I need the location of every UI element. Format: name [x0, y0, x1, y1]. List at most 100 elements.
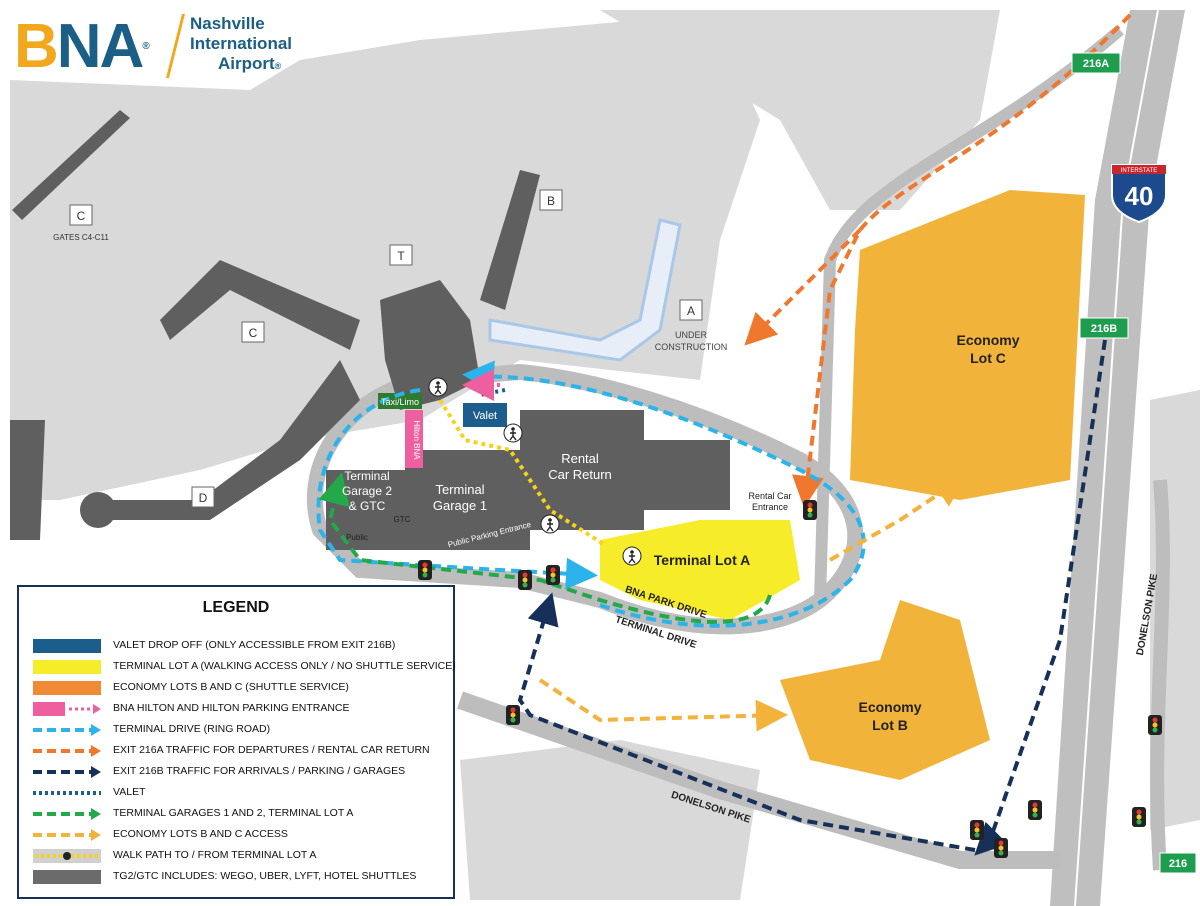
terminal-buildings — [10, 110, 730, 550]
pedestrian-icon — [540, 514, 560, 534]
land-north — [600, 10, 1000, 210]
legend-label: TERMINAL LOT A (WALKING ACCESS ONLY / NO… — [113, 660, 456, 672]
concourse-labels: C GATES C4-C11 B T C A UNDER CONSTRUCTIO… — [53, 189, 728, 508]
legend-item-terminal-drive: TERMINAL DRIVE (RING ROAD) — [33, 721, 453, 739]
traffic-light-icon — [546, 565, 560, 585]
route-valet — [479, 388, 506, 397]
logo-na: NA — [56, 12, 145, 81]
gtc-label: GTC — [394, 515, 411, 524]
valet-label: Valet — [473, 410, 497, 422]
route-garages — [318, 472, 772, 624]
legend-label: TERMINAL GARAGES 1 AND 2, TERMINAL LOT A — [113, 807, 354, 819]
concourse-c-top-letter: C — [77, 209, 86, 223]
traffic-light-icon — [1148, 715, 1162, 735]
legend-swatch — [33, 849, 101, 863]
economy-lot-b-label-1: Economy — [858, 699, 921, 715]
interstate-40-shield: INTERSTATE 40 — [1111, 164, 1167, 224]
legend-item-walk-path: WALK PATH TO / FROM TERMINAL LOT A — [33, 847, 453, 865]
garage-2-label-2: Garage 2 — [342, 484, 392, 498]
rental-car-return-1: Rental — [561, 451, 599, 466]
traffic-light-icon — [418, 560, 432, 580]
legend-swatch — [33, 724, 101, 736]
legend-swatch — [33, 660, 101, 674]
legend-label: BNA HILTON AND HILTON PARKING ENTRANCE — [113, 702, 350, 714]
legend-item-valet-drop-off: VALET DROP OFF (ONLY ACCESSIBLE FROM EXI… — [33, 637, 453, 655]
garage-2-label-1: Terminal — [344, 469, 389, 483]
legend-swatch — [33, 870, 101, 884]
legend-item-hilton: BNA HILTON AND HILTON PARKING ENTRANCE — [33, 700, 453, 718]
hilton-area — [405, 410, 423, 468]
route-exit-216a-branch — [744, 228, 862, 346]
exit-216a-label: 216A — [1083, 58, 1109, 70]
traffic-light-icon — [1028, 800, 1042, 820]
terminal-lot-a-area — [600, 520, 800, 620]
legend-swatch — [33, 766, 101, 778]
legend-item-tg2-gtc: TG2/GTC INCLUDES: WEGO, UBER, LYFT, HOTE… — [33, 868, 453, 886]
legend-swatch — [33, 681, 101, 695]
route-exit-216b-arrivals — [517, 592, 976, 852]
logo-b: B — [14, 12, 59, 81]
route-exit-216b — [974, 339, 1107, 856]
logo-wordmark: Nashville International Airport® — [190, 14, 292, 76]
legend-item-valet-route: VALET — [33, 784, 453, 802]
interstate-number: 40 — [1125, 181, 1154, 211]
route-exit-216a — [791, 13, 1132, 508]
legend-label: VALET DROP OFF (ONLY ACCESSIBLE FROM EXI… — [113, 639, 396, 651]
rental-car-return-2: Car Return — [548, 467, 612, 482]
legend-item-terminal-lot-a: TERMINAL LOT A (WALKING ACCESS ONLY / NO… — [33, 658, 456, 676]
exit-216-label: 216 — [1169, 858, 1187, 870]
economy-lot-b-label-2: Lot B — [872, 717, 908, 733]
legend-item-garages: TERMINAL GARAGES 1 AND 2, TERMINAL LOT A — [33, 805, 453, 823]
pedestrian-icon — [503, 423, 523, 443]
garage-2-label-3: & GTC — [349, 499, 386, 513]
legend-label: EXIT 216B TRAFFIC FOR ARRIVALS / PARKING… — [113, 765, 406, 777]
legend-item-economy-lots: ECONOMY LOTS B AND C (SHUTTLE SERVICE) — [33, 679, 453, 697]
economy-lot-c-label-2: Lot C — [970, 350, 1006, 366]
bna-logo: BNA® Nashville International Airport® — [14, 12, 334, 82]
land-south — [460, 740, 760, 900]
legend-label: VALET — [113, 786, 146, 798]
economy-lot-c-label-1: Economy — [956, 332, 1019, 348]
airfield-land — [10, 20, 760, 500]
logo-slash — [166, 14, 185, 78]
rental-entrance-2: Entrance — [752, 502, 788, 512]
taxi-limo-label: Taxi/Limo — [381, 397, 419, 407]
legend-label: TG2/GTC INCLUDES: WEGO, UBER, LYFT, HOTE… — [113, 870, 417, 882]
garage-1-label-2: Garage 1 — [433, 498, 487, 513]
logo-reg: ® — [142, 41, 150, 52]
logo-letters: BNA® — [14, 12, 150, 82]
terminal-lot-a-label: Terminal Lot A — [654, 552, 750, 568]
public-label: Public — [346, 533, 368, 542]
route-walk-path — [438, 398, 607, 547]
traffic-light-icon — [803, 500, 817, 520]
legend-item-exit-216b: EXIT 216B TRAFFIC FOR ARRIVALS / PARKING… — [33, 763, 453, 781]
route-economy-access — [538, 678, 788, 732]
garage-1-label-1: Terminal — [435, 482, 484, 497]
traffic-light-icon — [970, 820, 984, 840]
legend-label: EXIT 216A TRAFFIC FOR DEPARTURES / RENTA… — [113, 744, 430, 756]
concourse-a-letter: A — [687, 304, 695, 318]
rental-entrance-1: Rental Car — [748, 491, 791, 501]
legend-swatch — [33, 791, 101, 795]
traffic-lights — [418, 500, 1162, 858]
concourse-a-status-1: UNDER — [675, 330, 708, 340]
legend-label: WALK PATH TO / FROM TERMINAL LOT A — [113, 849, 317, 861]
traffic-light-icon — [518, 570, 532, 590]
logo-line-3-text: Airport — [218, 54, 275, 73]
concourse-d-letter: D — [199, 491, 208, 505]
legend-title: LEGEND — [202, 599, 270, 616]
legend-swatch — [33, 829, 101, 841]
concourse-a-status-2: CONSTRUCTION — [655, 342, 728, 352]
concourse-c-mid-letter: C — [249, 326, 258, 340]
logo-line-1: Nashville — [190, 14, 265, 33]
legend-label: TERMINAL DRIVE (RING ROAD) — [113, 723, 271, 735]
concourse-a-outline — [488, 218, 682, 362]
access-road — [814, 25, 1124, 601]
valet-area — [463, 403, 507, 427]
donelson-pike-north — [1150, 479, 1170, 871]
logo-line-3-reg: ® — [274, 61, 282, 71]
hilton-label: Hilton BNA — [412, 420, 421, 460]
route-economy-access-2 — [829, 475, 967, 562]
traffic-light-icon — [994, 838, 1008, 858]
